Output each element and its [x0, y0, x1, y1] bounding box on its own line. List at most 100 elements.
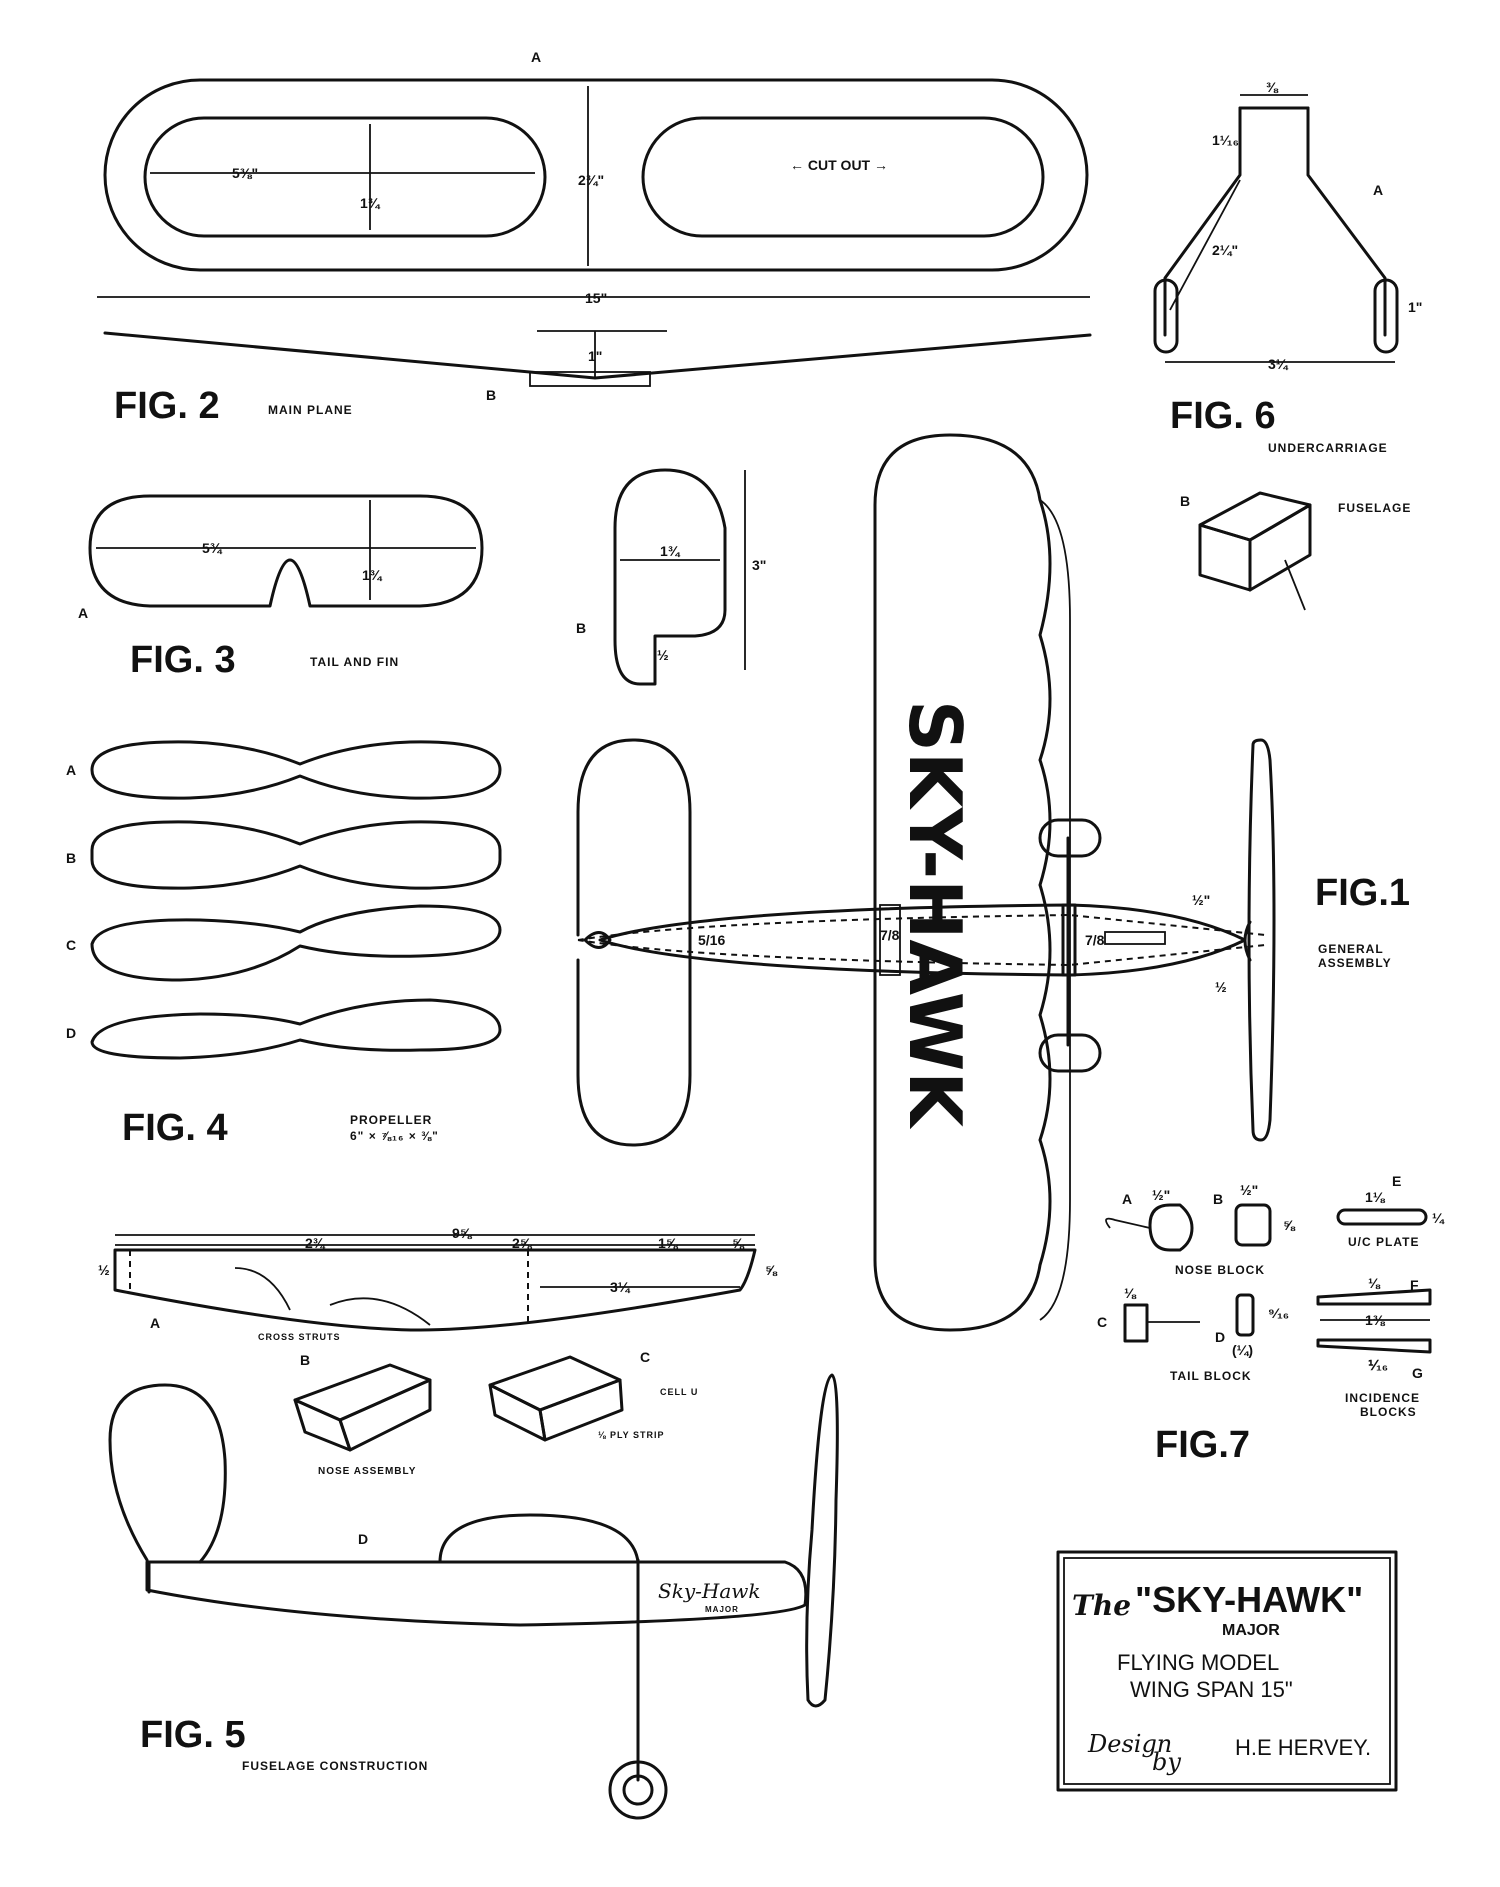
ga-tailplane — [576, 738, 692, 1147]
fig7-dim-nose-b: ½" — [1240, 1182, 1258, 1198]
fig2-dim-width: 2¾" — [578, 172, 604, 188]
incidence-block-f — [1316, 1288, 1432, 1306]
fig6-dim-neck: 1¹⁄₁₆ — [1212, 132, 1239, 148]
side-cabin — [438, 1513, 640, 1564]
fuselage-side-a — [113, 1248, 757, 1332]
fig6-dim-top: ⅜ — [1266, 79, 1279, 95]
title-line1: FLYING MODEL — [1117, 1650, 1279, 1675]
fig5-letter-d: D — [358, 1531, 368, 1547]
propeller-d — [90, 998, 502, 1060]
fig2-dim-inner-h: 1¾ — [360, 195, 381, 211]
fig5-letter-c: C — [640, 1349, 650, 1365]
fig7-label: FIG.7 — [1155, 1424, 1250, 1466]
fig7-letter-f: F — [1410, 1277, 1419, 1293]
fig7-dim-plate: 1⅛ — [1365, 1189, 1386, 1205]
title-designer: H.E HERVEY. — [1235, 1735, 1371, 1760]
title-block: The "SKY-HAWK" MAJOR FLYING MODEL WING S… — [1056, 1550, 1398, 1792]
fig5-ply-strip: ⅛ PLY STRIP — [598, 1430, 665, 1440]
fuselage-side-d — [145, 1560, 808, 1627]
fig1-label: FIG.1 — [1315, 872, 1410, 914]
tailplane-outline — [88, 494, 484, 608]
side-wheel — [608, 1760, 668, 1820]
title-prefix: The — [1072, 1589, 1131, 1622]
fig2-dim-span: 15" — [585, 290, 607, 306]
fig5-letter-a: A — [150, 1315, 160, 1331]
title-name: "SKY-HAWK" — [1135, 1579, 1363, 1620]
fig2-cutout-label: ← CUT OUT → — [790, 157, 888, 173]
tail-block-d — [1235, 1293, 1255, 1337]
fig7-nose-block: NOSE BLOCK — [1175, 1263, 1265, 1277]
title-line2: WING SPAN 15" — [1130, 1677, 1293, 1702]
nose-block-a — [1148, 1203, 1194, 1252]
fig5-letter-b: B — [300, 1352, 310, 1368]
ga-wing — [873, 433, 1052, 1332]
fig3-dim-len: 5¾ — [202, 540, 223, 556]
fig4-label: FIG. 4 — [122, 1107, 228, 1149]
fig7-dim-tail-b: ⁹⁄₁₆ — [1268, 1305, 1289, 1321]
fig6-caption: UNDERCARRIAGE — [1268, 441, 1388, 455]
fig5-fuselage-construction: 9⅝ 2¾ 2⅝ 1⅝ ⅝ 3¼ ½ ⅝ A CROSS STRUTS B NO… — [98, 1225, 839, 1820]
main-plane-cutout-right — [641, 116, 1045, 238]
fig7-incidence-2: BLOCKS — [1360, 1405, 1417, 1419]
fig3-caption: TAIL AND FIN — [310, 655, 399, 669]
prop-letter-c: C — [66, 937, 76, 953]
fig7-dim-inc-c: ⅟₁₆ — [1368, 1357, 1388, 1373]
prop-letter-d: D — [66, 1025, 76, 1041]
fig3-label: FIG. 3 — [130, 639, 236, 681]
fig4-propeller: A B C D FIG. 4 PROPELLER 6" × ⅞₁₆ × ⅜" — [66, 740, 502, 1149]
prop-letter-b: B — [66, 850, 76, 866]
fig3-tail-and-fin: 5¾ 1¾ A FIG. 3 TAIL AND FIN 1¾ 3" ½ B — [78, 468, 766, 686]
fig5-caption: FUSELAGE CONSTRUCTION — [242, 1759, 428, 1773]
ga-propeller — [1247, 738, 1276, 1142]
fig7-incidence-1: INCIDENCE — [1345, 1391, 1420, 1405]
fig6-dim-track: 3¼ — [1268, 356, 1289, 372]
fig7-letter-b: B — [1213, 1191, 1223, 1207]
fig7-dim-tail-c: (¼) — [1232, 1342, 1253, 1358]
fig6-letter-a: A — [1373, 182, 1383, 198]
fig5-dim-e: 3¼ — [610, 1279, 631, 1295]
title-block-frame — [1056, 1550, 1398, 1792]
fig3-letter-b: B — [576, 620, 586, 636]
fig5-dim-h-right: ⅝ — [765, 1262, 778, 1278]
fin-outline — [613, 468, 727, 686]
fig7-dim-inc-a: ⅛ — [1368, 1275, 1381, 1291]
title-design: Design — [1087, 1730, 1172, 1758]
ga-dim-1: 5/16 — [698, 932, 725, 948]
fig2-label: FIG. 2 — [114, 385, 220, 427]
fig5-dim-total: 9⅝ — [452, 1225, 473, 1241]
side-propeller — [805, 1373, 839, 1708]
fig5-label: FIG. 5 — [140, 1714, 246, 1756]
ga-dim-5: ½ — [1215, 979, 1227, 995]
fig7-dim-nose-c: ⅝ — [1283, 1217, 1296, 1233]
fig7-letter-c: C — [1097, 1314, 1107, 1330]
fig7-blocks: A ½" B ½" ⅝ NOSE BLOCK E 1⅛ ¼ U/C PLATE … — [1097, 1173, 1445, 1466]
fig5-cross-struts: CROSS STRUTS — [258, 1332, 341, 1342]
side-fin — [108, 1383, 227, 1564]
fig5-dim-b: 2⅝ — [512, 1235, 533, 1251]
side-sub: MAJOR — [705, 1605, 739, 1614]
uc-wheel-left — [1153, 278, 1179, 354]
main-plane-cutout-left — [143, 116, 547, 238]
fig2-caption: MAIN PLANE — [268, 403, 353, 417]
fig7-letter-e: E — [1392, 1173, 1401, 1189]
fig5-dim-a: 2¾ — [305, 1235, 326, 1251]
fig5-cell: CELL U — [660, 1387, 698, 1397]
fig6-fuselage-label: FUSELAGE — [1338, 501, 1411, 515]
fig2-letter-b: B — [486, 387, 496, 403]
wing-lettering: SKY-HAWK — [893, 700, 977, 1129]
fig7-uc-plate: U/C PLATE — [1348, 1235, 1419, 1249]
propeller-a — [90, 740, 502, 800]
fig6-undercarriage: ⅜ 1¹⁄₁₆ 2¼" 1" 3¼ A FIG. 6 UNDERCARRIAGE… — [1153, 79, 1422, 611]
nose-block-b — [1234, 1203, 1272, 1247]
fig2-dim-dihedral: 1" — [588, 348, 602, 364]
fig3-dim-h: 1¾ — [362, 567, 383, 583]
ga-dim-2: 7/8 — [880, 927, 900, 943]
fig6-dim-leg: 2¼" — [1212, 242, 1238, 258]
ga-dim-3: 7/8 — [1085, 932, 1105, 948]
propeller-c — [90, 904, 502, 982]
incidence-block-g — [1316, 1338, 1432, 1354]
main-plane-outline — [103, 78, 1089, 272]
fig5-dim-c: 1⅝ — [658, 1235, 679, 1251]
tail-block-c — [1123, 1303, 1149, 1343]
title-subname: MAJOR — [1222, 1622, 1280, 1639]
